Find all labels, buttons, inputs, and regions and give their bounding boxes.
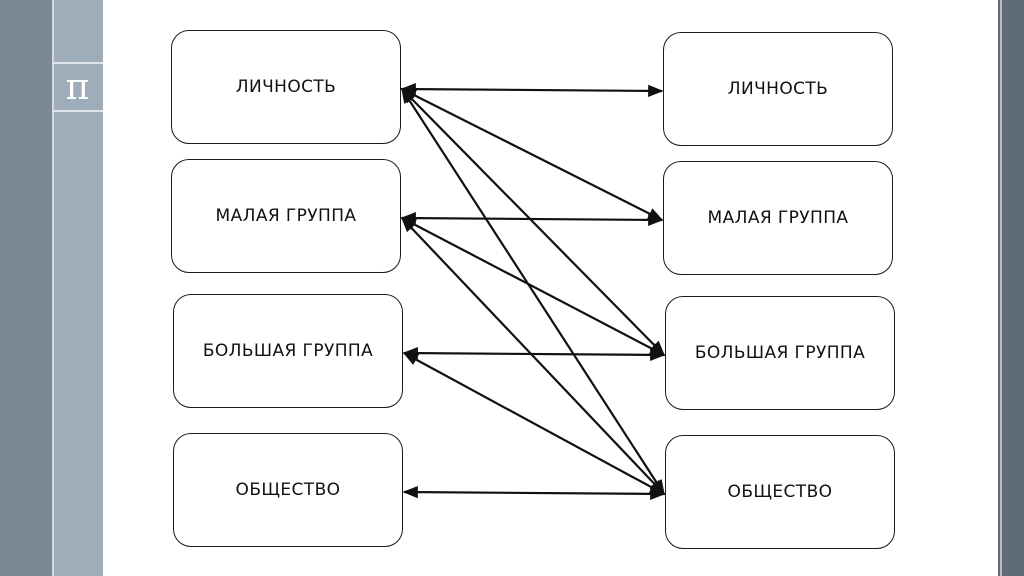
left-node-box: БОЛЬШАЯ ГРУППА	[173, 294, 403, 408]
node-label: ОБЩЕСТВО	[235, 480, 341, 500]
arrow-l3-r3	[402, 485, 666, 501]
arrow-l1-r3	[400, 216, 666, 496]
left-decorative-stripe-light	[52, 0, 103, 576]
left-decorative-stripe	[0, 0, 52, 576]
pi-icon: π	[52, 62, 103, 112]
arrow-l1-r2	[400, 217, 666, 356]
pi-symbol: π	[65, 66, 90, 108]
right-decorative-stripe	[998, 0, 1024, 576]
left-node-box: ЛИЧНОСТЬ	[171, 30, 401, 144]
arrow-l2-r3	[402, 352, 666, 495]
node-label: МАЛАЯ ГРУППА	[707, 208, 849, 228]
left-node-box: МАЛАЯ ГРУППА	[171, 159, 401, 273]
arrow-l1-r1	[400, 211, 664, 227]
right-node-box: БОЛЬШАЯ ГРУППА	[665, 296, 895, 410]
right-node-box: МАЛАЯ ГРУППА	[663, 161, 893, 275]
arrow-l2-r2	[402, 346, 666, 362]
stripe-divider-line	[1000, 0, 1002, 576]
right-node-box: ОБЩЕСТВО	[665, 435, 895, 549]
node-label: БОЛЬШАЯ ГРУППА	[694, 343, 866, 363]
node-label: ЛИЧНОСТЬ	[235, 77, 337, 97]
node-label: БОЛЬШАЯ ГРУППА	[202, 341, 374, 361]
arrow-l0-r2	[400, 87, 666, 357]
left-node-box: ОБЩЕСТВО	[173, 433, 403, 547]
stripe-divider-line	[52, 0, 54, 576]
node-label: ЛИЧНОСТЬ	[727, 79, 829, 99]
right-node-box: ЛИЧНОСТЬ	[663, 32, 893, 146]
node-label: ОБЩЕСТВО	[727, 482, 833, 502]
arrow-l0-r0	[400, 82, 664, 98]
arrow-l0-r1	[400, 88, 664, 221]
arrow-l0-r3	[401, 87, 665, 496]
node-label: МАЛАЯ ГРУППА	[215, 206, 357, 226]
